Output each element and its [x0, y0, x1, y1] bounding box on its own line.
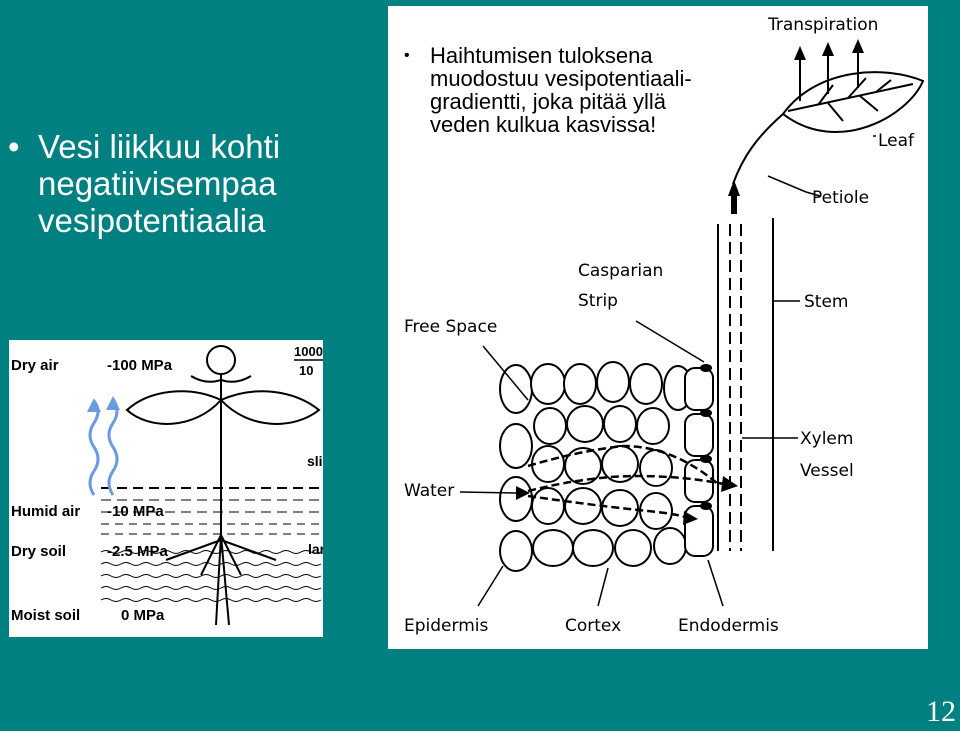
cell-grid — [499, 361, 714, 572]
title-bullet: • — [8, 128, 20, 165]
label-xylem: Xylem — [800, 429, 853, 449]
label-stem: Stem — [804, 292, 848, 312]
water-inflow-arrowhead — [516, 486, 530, 500]
label-cut-lar: lar — [308, 541, 323, 557]
label-p-humid-air: -10 MPa — [107, 503, 164, 520]
water-path-arrows — [527, 444, 734, 520]
label-dry-air: Dry air — [11, 357, 59, 374]
note-text: Haihtumisen tuloksena muodostuu vesipote… — [430, 43, 692, 137]
soil-layers — [100, 487, 323, 602]
label-cut-sli: sli — [307, 453, 323, 469]
label-p-dry-air: -100 MPa — [107, 357, 173, 374]
casparian-strip-dots — [700, 364, 712, 510]
label-strip: Strip — [578, 291, 618, 311]
label-scale-top: 1000 — [294, 344, 323, 359]
stem-flow-arrowhead — [728, 180, 740, 196]
note-bullet: • — [404, 47, 410, 64]
transpiration-arrowhead-2 — [822, 42, 834, 56]
label-epidermis: Epidermis — [404, 616, 488, 636]
label-moist-soil: Moist soil — [11, 607, 80, 624]
vapor-arrows — [88, 398, 119, 496]
label-endodermis: Endodermis — [678, 616, 779, 636]
stem-lines — [717, 218, 774, 551]
label-scale-bottom: 10 — [299, 363, 313, 378]
water-potential-diagram: Dry air Humid air Dry soil Moist soil -1… — [9, 340, 323, 637]
water-path-arrowhead-2 — [683, 511, 698, 525]
plant-drawing — [125, 345, 321, 626]
label-petiole: Petiole — [812, 188, 869, 208]
water-path-arrowhead-1 — [721, 476, 738, 492]
root-diagram-svg: Transpiration Leaf Petiole Casparian Str… — [404, 15, 925, 636]
vapor-arrowhead-2 — [106, 396, 120, 410]
transpiration-arrows — [799, 51, 859, 101]
label-leaf: Leaf — [878, 131, 915, 151]
label-humid-air: Humid air — [11, 503, 80, 520]
label-dry-soil: Dry soil — [11, 543, 66, 560]
transpiration-arrowhead-3 — [852, 39, 864, 53]
label-cortex: Cortex — [565, 616, 621, 636]
label-casparian: Casparian — [578, 261, 663, 281]
transpiration-arrowhead-1 — [794, 46, 806, 60]
stem-flow-arrow — [731, 194, 737, 214]
vapor-arrowhead-1 — [87, 398, 101, 412]
leader-lines — [459, 135, 876, 607]
label-free-space: Free Space — [404, 317, 497, 337]
label-water: Water — [404, 481, 454, 501]
label-p-dry-soil: -2.5 MPa — [107, 543, 169, 560]
label-p-moist-soil: 0 MPa — [121, 607, 165, 624]
water-potential-svg: Dry air Humid air Dry soil Moist soil -1… — [11, 344, 323, 626]
title-text: Vesi liikkuu kohti negatiivisempaa vesip… — [38, 128, 281, 239]
page-number: 12 — [926, 695, 956, 728]
label-vessel: Vessel — [800, 461, 854, 481]
root-water-path-diagram: • Haihtumisen tuloksena muodostuu vesipo… — [388, 6, 928, 649]
label-transpiration: Transpiration — [767, 15, 878, 35]
